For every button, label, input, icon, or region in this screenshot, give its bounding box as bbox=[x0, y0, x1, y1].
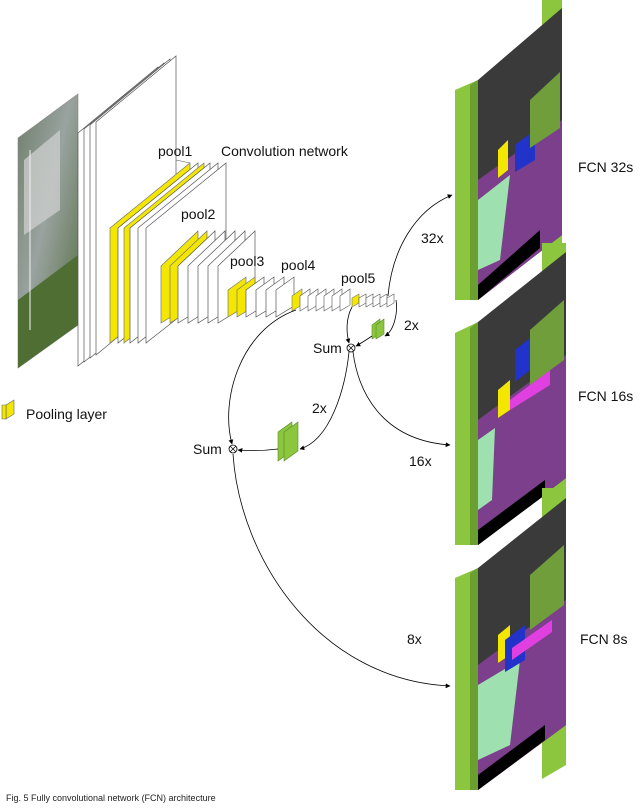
arrow-16x bbox=[352, 351, 451, 448]
label-fcn16: FCN 16s bbox=[578, 388, 633, 404]
pool5-layer bbox=[351, 293, 360, 308]
output-fcn32 bbox=[455, 0, 562, 300]
output-fcn8 bbox=[455, 488, 566, 790]
conv-block-3 bbox=[160, 230, 256, 324]
label-2x-lower: 2x bbox=[312, 400, 327, 416]
conv-block-4 bbox=[227, 276, 295, 318]
arrow-pool4-to-sum bbox=[345, 306, 353, 344]
legend-label: Pooling layer bbox=[26, 406, 107, 422]
arrow-32x bbox=[387, 194, 453, 297]
arrow-2x-to-sum-lower bbox=[237, 447, 279, 453]
sum-node-upper bbox=[346, 343, 356, 353]
label-pool2: pool2 bbox=[181, 206, 215, 222]
label-pool5: pool5 bbox=[341, 270, 375, 286]
arrow-pool3-to-sum bbox=[228, 309, 297, 445]
input-image bbox=[17, 93, 79, 369]
upsample-block-small bbox=[371, 318, 385, 340]
conv-block-6 bbox=[351, 293, 395, 308]
label-2x-upper: 2x bbox=[404, 317, 419, 333]
label-pool3: pool3 bbox=[230, 253, 264, 269]
flow-arrows bbox=[228, 194, 453, 689]
label-8x: 8x bbox=[407, 631, 422, 647]
upsample-block-medium bbox=[277, 421, 299, 462]
legend-swatch bbox=[1, 399, 15, 420]
arrow-2x-to-sum bbox=[355, 335, 373, 347]
label-16x: 16x bbox=[409, 453, 432, 469]
output-fcn16 bbox=[455, 243, 566, 545]
sum-node-lower bbox=[228, 444, 238, 454]
label-sum-upper: Sum bbox=[313, 340, 342, 356]
arrow-sum-to-2x bbox=[299, 351, 350, 451]
label-fcn32: FCN 32s bbox=[578, 159, 633, 175]
conv-block-5 bbox=[291, 288, 351, 312]
label-32x: 32x bbox=[421, 230, 444, 246]
label-fcn8: FCN 8s bbox=[580, 631, 627, 647]
label-pool1: pool1 bbox=[158, 143, 192, 159]
label-network: Convolution network bbox=[221, 143, 349, 159]
arrow-8x bbox=[232, 453, 451, 689]
label-sum-lower: Sum bbox=[193, 441, 222, 457]
arrow-pool5-to-2x bbox=[384, 299, 397, 337]
label-pool4: pool4 bbox=[281, 257, 315, 273]
figure-caption: Fig. 5 Fully convolutional network (FCN)… bbox=[6, 793, 216, 803]
